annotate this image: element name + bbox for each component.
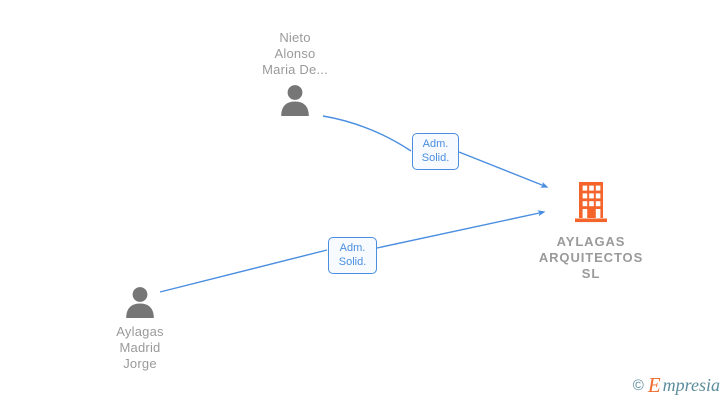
node-person-nieto-alonso-maria-de[interactable]: Nieto Alonso Maria De...: [235, 30, 355, 116]
watermark-brand-rest: mpresia: [662, 375, 720, 395]
edge-label-adm-solid-bottom[interactable]: Adm. Solid.: [328, 237, 377, 274]
watermark-brand-initial: E: [647, 373, 661, 397]
edge-line-label-to-company-bottom: [376, 210, 546, 249]
person-icon: [281, 85, 309, 116]
node-label-company: AYLAGAS ARQUITECTOS SL: [538, 234, 644, 281]
node-label-person-bottom: Aylagas Madrid Jorge: [116, 324, 164, 371]
edge-line-label-to-company-top: [458, 151, 549, 188]
edge-line-aylagas-to-label: [159, 249, 328, 293]
node-label-person-top: Nieto Alonso Maria De...: [262, 30, 328, 77]
edge-label-adm-solid-top[interactable]: Adm. Solid.: [412, 133, 459, 170]
building-icon: [575, 182, 607, 223]
person-icon: [126, 287, 154, 318]
edge-line-nieto-to-label: [322, 115, 412, 152]
copyright-symbol: ©: [632, 376, 644, 394]
watermark-empresia: © E mpresia: [632, 373, 720, 397]
node-company-aylagas-arquitectos-sl[interactable]: AYLAGAS ARQUITECTOS SL: [521, 182, 661, 282]
node-person-aylagas-madrid-jorge[interactable]: Aylagas Madrid Jorge: [80, 286, 200, 372]
